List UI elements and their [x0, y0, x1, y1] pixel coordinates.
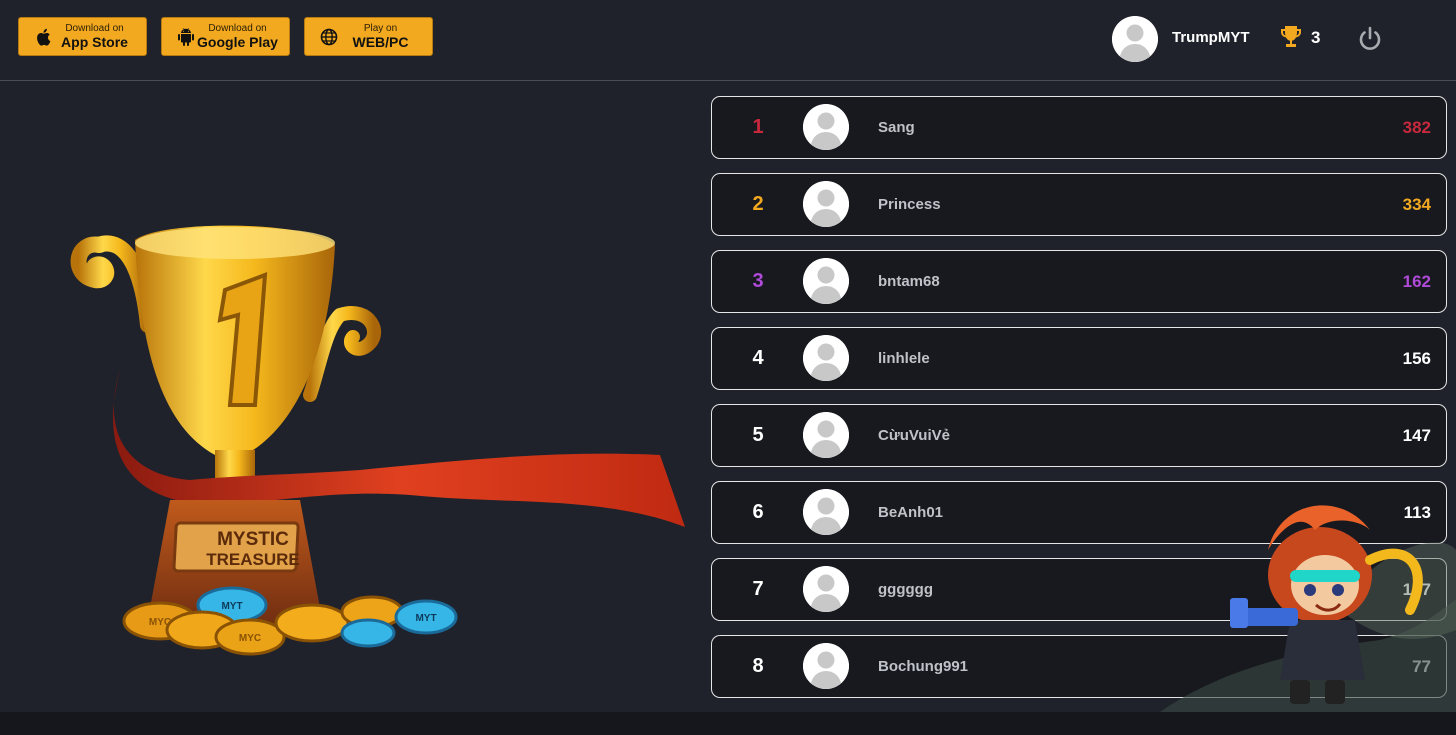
- coin-label: MYC: [149, 617, 171, 628]
- player-avatar: [803, 566, 849, 612]
- player-name: Sang: [878, 119, 915, 136]
- rank-number: 1: [752, 116, 764, 138]
- player-name: bntam68: [878, 273, 940, 290]
- player-score: 156: [1402, 348, 1431, 368]
- player-name: linhlele: [878, 350, 930, 367]
- player-name: Princess: [878, 196, 941, 213]
- leaderboard-row[interactable]: 1 Sang 382: [711, 96, 1447, 159]
- app-store-caption: Download on: [65, 22, 124, 34]
- leaderboard-row[interactable]: 7 gggggg 107: [711, 558, 1447, 621]
- trophy-icon: [1278, 24, 1304, 55]
- player-avatar: [803, 258, 849, 304]
- google-play-caption: Download on: [208, 22, 267, 34]
- google-play-button[interactable]: Download on Google Play: [161, 17, 290, 56]
- globe-icon: [319, 27, 339, 47]
- player-name: gggggg: [878, 581, 933, 598]
- web-pc-button[interactable]: Play on WEB/PC: [304, 17, 433, 56]
- player-name: Bochung991: [878, 658, 969, 675]
- player-name: CừuVuiVẻ: [878, 427, 950, 444]
- coin-label: MYT: [415, 613, 436, 624]
- player-score: 382: [1402, 117, 1431, 137]
- trophy-count: 3: [1311, 28, 1321, 47]
- leaderboard-row[interactable]: 6 BeAnh01 113: [711, 481, 1447, 544]
- rank-number: 3: [752, 270, 764, 292]
- player-score: 113: [1403, 502, 1431, 522]
- coin-pile: MYC MYT MYC MYT: [122, 586, 458, 656]
- apple-icon: [33, 27, 53, 47]
- rank-number: 5: [752, 424, 764, 446]
- leaderboard-row[interactable]: 5 CừuVuiVẻ 147: [711, 404, 1447, 467]
- trophy-illustration: MYSTIC TREASURE MYC MYT MYC MYT: [70, 225, 685, 656]
- plaque-line-1: MYSTIC: [217, 529, 289, 550]
- app-store-button[interactable]: Download on App Store: [18, 17, 147, 56]
- player-avatar: [803, 489, 849, 535]
- leaderboard-row[interactable]: 8 Bochung991 77: [711, 635, 1447, 698]
- top-header: Download on App Store Download on Google…: [0, 0, 1456, 81]
- player-name: BeAnh01: [878, 504, 944, 521]
- player-avatar: [803, 412, 849, 458]
- rank-number: 4: [752, 347, 764, 369]
- leaderboard-row[interactable]: 3 bntam68 162: [711, 250, 1447, 313]
- player-score: 162: [1402, 271, 1431, 291]
- rank-number: 7: [752, 578, 764, 600]
- rank-number: 8: [752, 655, 764, 677]
- rank-number: 6: [752, 501, 764, 523]
- player-score: 334: [1402, 194, 1431, 214]
- player-score: 77: [1412, 656, 1431, 676]
- player-avatar: [803, 335, 849, 381]
- plaque-line-2: TREASURE: [206, 550, 300, 569]
- leaderboard-row[interactable]: 4 linhlele 156: [711, 327, 1447, 390]
- power-icon[interactable]: [1356, 25, 1384, 58]
- web-pc-caption: Play on: [363, 22, 398, 34]
- google-play-label: Google Play: [197, 33, 278, 50]
- coin-label: MYT: [221, 601, 242, 612]
- leaderboard-row[interactable]: 2 Princess 334: [711, 173, 1447, 236]
- trophy-number-one: [217, 272, 268, 407]
- android-icon: [176, 27, 196, 47]
- rank-number: 2: [752, 193, 764, 215]
- footer-bar: [0, 712, 1456, 735]
- trophy-ribbon: [113, 370, 685, 527]
- player-avatar: [803, 181, 849, 227]
- player-avatar: [803, 643, 849, 689]
- web-pc-label: WEB/PC: [352, 33, 409, 50]
- user-name[interactable]: TrumpMYT: [1172, 29, 1250, 46]
- app-store-label: App Store: [61, 33, 128, 50]
- trophy-handle-right: [303, 306, 382, 402]
- player-score: 107: [1402, 579, 1431, 599]
- user-avatar[interactable]: [1112, 16, 1158, 62]
- player-avatar: [803, 104, 849, 150]
- coin-label: MYC: [239, 633, 261, 644]
- player-score: 147: [1402, 425, 1431, 445]
